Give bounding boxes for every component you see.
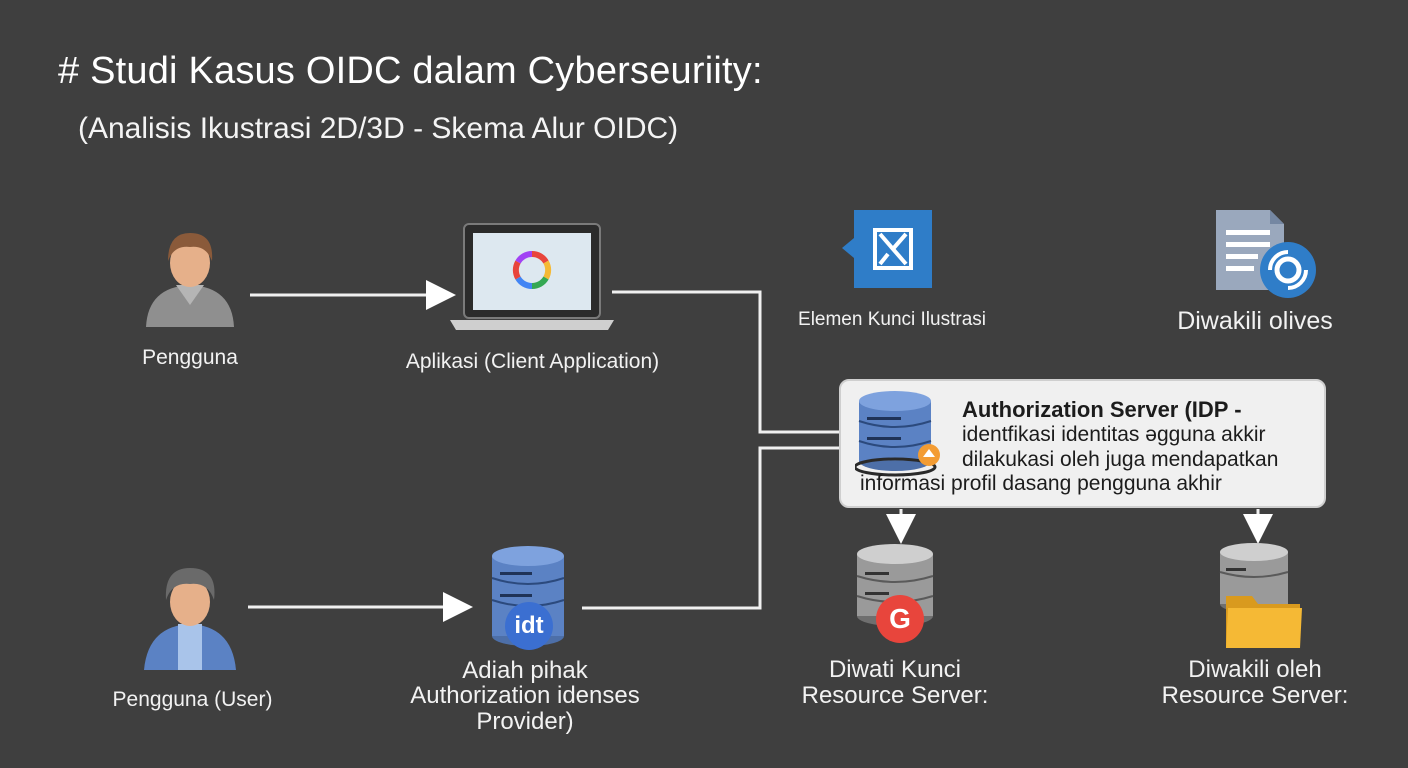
label-provider-line-3: Provider) [476,707,574,735]
label-provider-line-2: Authorization idenses [410,682,640,710]
label-provider: Adiah pihak Authorization idenses Provid… [400,657,650,735]
label-resource-right-line-1: Diwakili oleh [1188,656,1322,683]
label-resource-left-line-2: Resource Server: [801,681,989,709]
app-logo-icon [512,250,552,290]
page-title: # Studi Kasus OIDC dalam Cyberseuriity: [58,50,763,92]
label-diwakili-olives: Diwakili olives [1177,307,1333,335]
label-elemen: Elemen Kunci Ilustrasi [798,309,986,330]
label-resource-right: Diwakili oleh Resource Server: [1155,657,1355,709]
user-avatar-icon [146,233,234,327]
auth-server-line-1: identfikasi identitas əgguna akkir [962,423,1266,446]
label-resource-left: Diwati Kunci Resource Server: [790,657,1000,709]
label-provider-line-1: Adiah pihak [462,657,588,684]
label-aplikasi: Aplikasi (Client Application) [405,350,660,373]
auth-server-line-3: informasi profil dasang pengguna akhir [860,472,1222,495]
laptop-icon [450,223,614,330]
label-resource-right-line-2: Resource Server: [1161,681,1349,709]
connector-app-to-auth [612,290,840,434]
google-badge-icon: G [876,595,924,643]
label-resource-left-line-1: Diwati Kunci [828,656,962,683]
key-element-icon [842,210,932,288]
resource-server-folder-icon [1219,543,1302,648]
database-icon [855,391,940,477]
user-avatar-icon [144,568,236,670]
idt-badge: idt [505,602,553,650]
page-subtitle: (Analisis Ikustrasi 2D/3D - Skema Alur O… [78,112,679,145]
label-pengguna-user: Pengguna (User) [112,688,273,711]
label-pengguna: Pengguna [142,346,238,369]
connector-provider-to-auth [582,446,840,610]
auth-server-title: Authorization Server (IDP - [962,397,1242,422]
authorization-server-box: Authorization Server (IDP - identfikasi … [839,379,1326,508]
auth-server-line-2: dilakukasi oleh juga mendapatkan [962,448,1279,471]
document-icon [1216,210,1316,298]
